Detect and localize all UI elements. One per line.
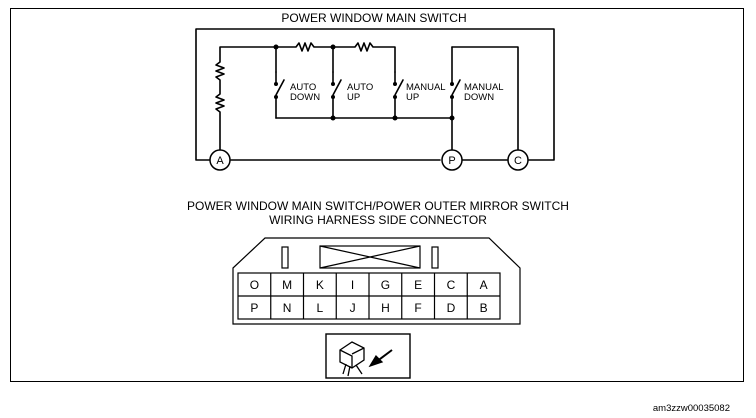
terminal-p-label: P xyxy=(448,155,455,167)
connector-pin-c: C xyxy=(447,278,456,292)
switch-manual-down xyxy=(451,46,461,151)
connector-guide-left xyxy=(281,246,289,269)
switch-title: POWER WINDOW MAIN SWITCH xyxy=(281,11,466,25)
connector-pin-a: A xyxy=(480,278,488,292)
connector-pin-o: O xyxy=(250,278,259,292)
connector-pin-h: H xyxy=(381,301,390,315)
switch-box-outline xyxy=(195,28,555,161)
connector-title-2: WIRING HARNESS SIDE CONNECTOR xyxy=(269,213,487,227)
label-auto-up-2: UP xyxy=(347,92,360,103)
connector-pin-j: J xyxy=(350,301,356,315)
top-rail-resistors xyxy=(275,42,396,73)
label-manual-up-2: UP xyxy=(406,92,419,103)
terminal-a-circle xyxy=(209,149,231,171)
left-resistor-branch xyxy=(215,46,277,151)
terminal-a-label: A xyxy=(216,155,224,167)
switch-auto-down xyxy=(275,71,285,119)
connector-pin-m: M xyxy=(282,278,292,292)
connector-pin-e: E xyxy=(414,278,422,292)
right-loop-wire xyxy=(451,46,519,151)
connector-latch xyxy=(319,245,421,269)
label-manual-down-2: DOWN xyxy=(464,92,494,103)
connector-pin-f: F xyxy=(414,301,421,315)
label-auto-down-2: DOWN xyxy=(290,92,320,103)
junction-dots xyxy=(273,44,455,121)
label-manual-up-1: MANUAL xyxy=(406,82,446,93)
harness-connector-view-icon xyxy=(339,341,393,377)
switch-auto-up xyxy=(332,71,342,119)
label-auto-down-1: AUTO xyxy=(290,82,316,93)
image-code: am3zzw00035082 xyxy=(653,403,730,414)
connector-pin-l: L xyxy=(317,301,324,315)
connector-pin-p: P xyxy=(250,301,258,315)
connector-pin-d: D xyxy=(447,301,456,315)
terminal-c-circle xyxy=(507,149,529,171)
connector-pin-k: K xyxy=(316,278,324,292)
connector-pin-b: B xyxy=(480,301,488,315)
connector-body xyxy=(232,237,521,325)
connector-title-1: POWER WINDOW MAIN SWITCH/POWER OUTER MIR… xyxy=(187,199,569,213)
switch-manual-up xyxy=(394,71,404,119)
connector-pin-i: I xyxy=(351,278,354,292)
diagram-frame xyxy=(10,8,744,382)
connector-guide-right xyxy=(431,246,439,269)
connector-view-box xyxy=(325,333,411,379)
connector-pin-n: N xyxy=(283,301,292,315)
terminal-c-label: C xyxy=(514,155,522,167)
connector-pin-g: G xyxy=(381,278,390,292)
label-auto-up-1: AUTO xyxy=(347,82,373,93)
terminal-p-circle xyxy=(441,149,463,171)
label-manual-down-1: MANUAL xyxy=(464,82,504,93)
